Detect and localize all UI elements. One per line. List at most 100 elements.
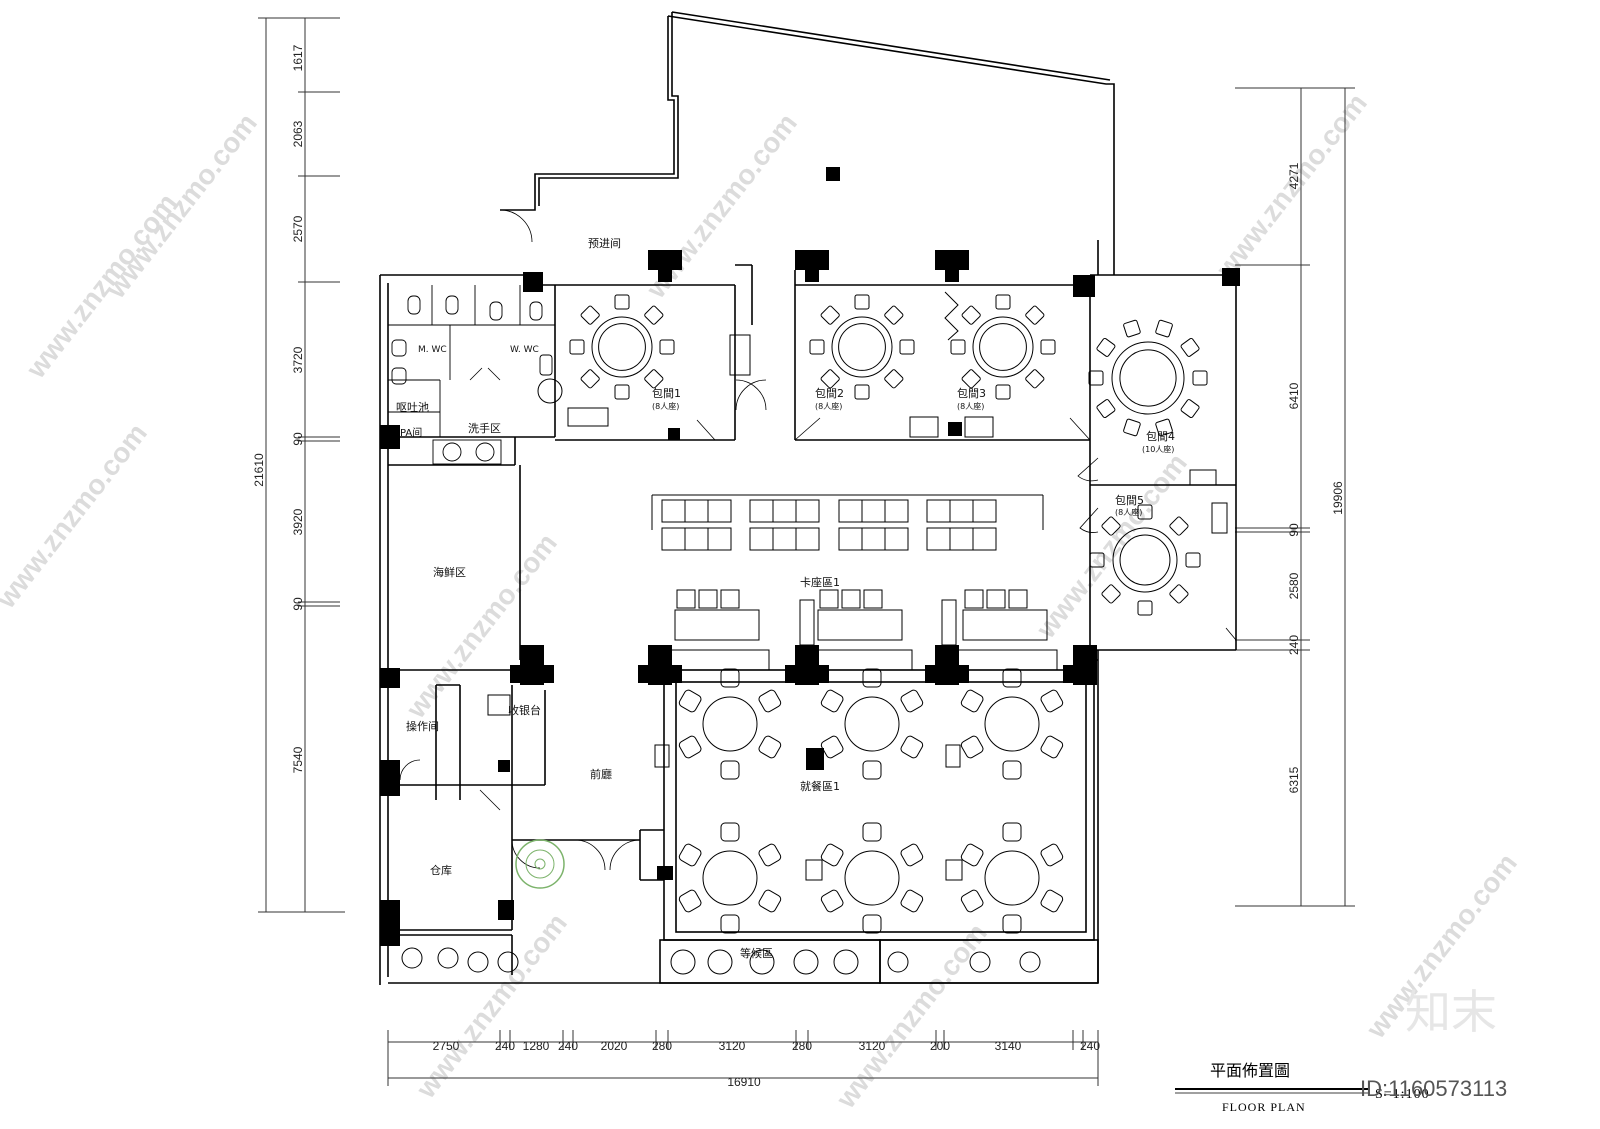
dim-right-2: 6410 [1287, 382, 1301, 409]
booth-chair [841, 589, 861, 609]
armchair-icon [758, 735, 782, 759]
waiting-seat [969, 951, 991, 973]
dim-left-4: 3720 [291, 346, 305, 373]
dimension-bottom [387, 1030, 1099, 1086]
booth-tables [661, 499, 997, 551]
armchair-icon [1002, 822, 1022, 842]
armchair-icon [960, 843, 984, 867]
chair-icon [961, 305, 981, 325]
booth-sofa-group [668, 589, 770, 671]
armchair-icon [1040, 843, 1064, 867]
booth-sofas [668, 589, 1058, 671]
armchair-icon [900, 689, 924, 713]
armchair-icon [820, 735, 844, 759]
armchair-icon [960, 735, 984, 759]
chair-icon [961, 369, 981, 389]
booth-partition [799, 599, 815, 646]
armchair-icon [1002, 760, 1022, 780]
table-inner [598, 323, 646, 371]
dim-left-5: 90 [291, 432, 305, 446]
chair-icon [1192, 370, 1208, 386]
booth-sofa [668, 649, 770, 671]
room-label-wwc: W. WC [510, 345, 539, 355]
armchair-icon [820, 889, 844, 913]
round-table [569, 294, 675, 400]
zigzag-symbol [944, 291, 959, 341]
armchair-icon [1002, 914, 1022, 934]
chair-icon [899, 339, 915, 355]
sideboard [1189, 469, 1217, 486]
room-label-waiting: 等候區 [740, 946, 773, 960]
brand-logo-watermark: 知末 [1405, 985, 1497, 1039]
booth-sofa [956, 649, 1058, 671]
dim-right-4: 2580 [1287, 572, 1301, 599]
dining-round-table [960, 668, 1064, 780]
chair-icon [1040, 339, 1056, 355]
armchair-icon [758, 843, 782, 867]
dim-right-3: 90 [1287, 523, 1301, 537]
booth-chair [1008, 589, 1028, 609]
dim-right-5: 240 [1287, 635, 1301, 655]
waiting-seat [887, 951, 909, 973]
dim-left-3: 2570 [291, 215, 305, 242]
booth-seat [772, 499, 797, 523]
booth-table-group [749, 499, 820, 551]
booth-chair [720, 589, 740, 609]
armchair-icon [1040, 689, 1064, 713]
room-seats-pr1: (8人座) [652, 401, 679, 411]
round-tables-layer [569, 294, 1208, 616]
misc-furniture [401, 291, 1228, 975]
dining-pillar-screen [945, 744, 961, 768]
chair-icon [854, 294, 870, 310]
room-label-pr3: 包間3 [957, 387, 986, 400]
booth-chair [986, 589, 1006, 609]
chair-icon [1155, 418, 1173, 437]
chair-icon [1155, 319, 1173, 338]
dim-bottom-1: 2750 [433, 1039, 460, 1053]
chair-icon [950, 339, 966, 355]
basin-counter [432, 439, 502, 465]
armchair-icon [720, 760, 740, 780]
chair-icon [1025, 369, 1045, 389]
basin-icon [475, 442, 495, 462]
booth-sofa-group [956, 589, 1058, 671]
room-label-pr2: 包間2 [815, 387, 844, 400]
chair-icon [1185, 552, 1201, 568]
booth-seat [972, 527, 997, 551]
armchair-icon [900, 843, 924, 867]
watermark: www.znzmo.com [1030, 448, 1193, 645]
basin-icon [442, 442, 462, 462]
dining-pillar-screen [945, 859, 963, 881]
table-top [702, 696, 758, 752]
dim-left-8: 7540 [291, 746, 305, 773]
booth-seat [772, 527, 797, 551]
dim-left-7: 90 [291, 597, 305, 611]
armchair-icon [862, 914, 882, 934]
booth-seat [861, 499, 886, 523]
booth-table [962, 609, 1048, 641]
table-top [844, 696, 900, 752]
chair-icon [614, 294, 630, 310]
dim-bottom-12: 240 [1080, 1039, 1100, 1053]
chair-icon [1123, 319, 1141, 338]
booth-seat [949, 527, 974, 551]
booth-seat [926, 499, 951, 523]
dim-left-total: 21610 [252, 453, 266, 487]
room-label-storage: 仓库 [430, 863, 452, 877]
dim-bottom-3: 1280 [523, 1039, 550, 1053]
watermark: www.znzmo.com [0, 418, 153, 615]
booth-table [817, 609, 903, 641]
dim-bottom-total: 16910 [727, 1075, 761, 1089]
dim-left-1: 1617 [291, 44, 305, 71]
booth-chair [964, 589, 984, 609]
sideboard [567, 407, 609, 427]
table-inner [1119, 534, 1171, 586]
dim-left-6: 3920 [291, 508, 305, 535]
watermark: www.znzmo.com [830, 918, 993, 1115]
room-label-dining: 就餐區1 [800, 779, 840, 793]
armchair-icon [960, 689, 984, 713]
plan-scale: S=1:100 [1375, 1087, 1430, 1102]
armchair-icon [720, 668, 740, 688]
booth-partition [941, 599, 957, 646]
armchair-icon [820, 843, 844, 867]
